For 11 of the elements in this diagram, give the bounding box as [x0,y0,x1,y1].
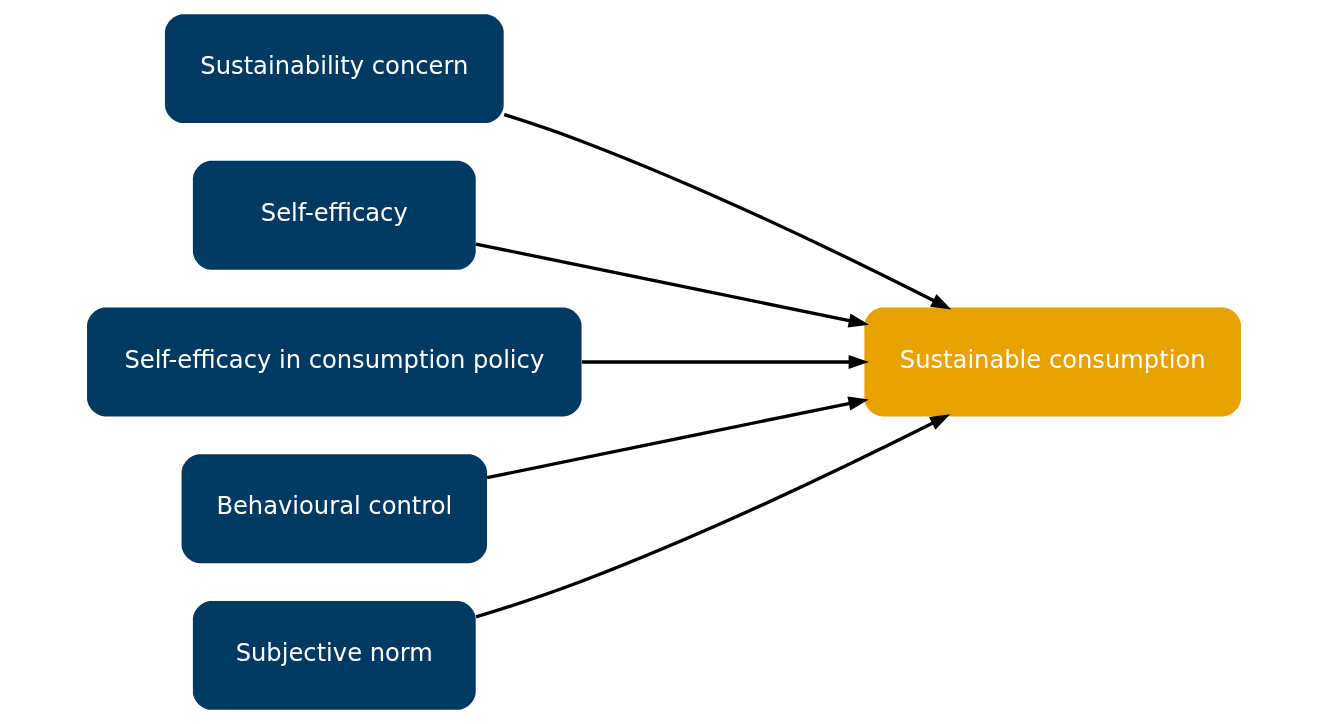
arrow [475,414,950,619]
node-box: Sustainable consumption [863,307,1241,417]
node-box: Subjective norm [192,600,476,710]
arrow [475,242,869,328]
node-box: Sustainability concern [164,14,504,124]
arrow [581,354,869,370]
node-box: Self-efficacy [192,160,476,270]
node-box: Self-efficacy in consumption policy [86,307,582,417]
node-box: Behavioural control [181,454,487,564]
arrow [486,396,869,480]
arrow [503,113,951,310]
